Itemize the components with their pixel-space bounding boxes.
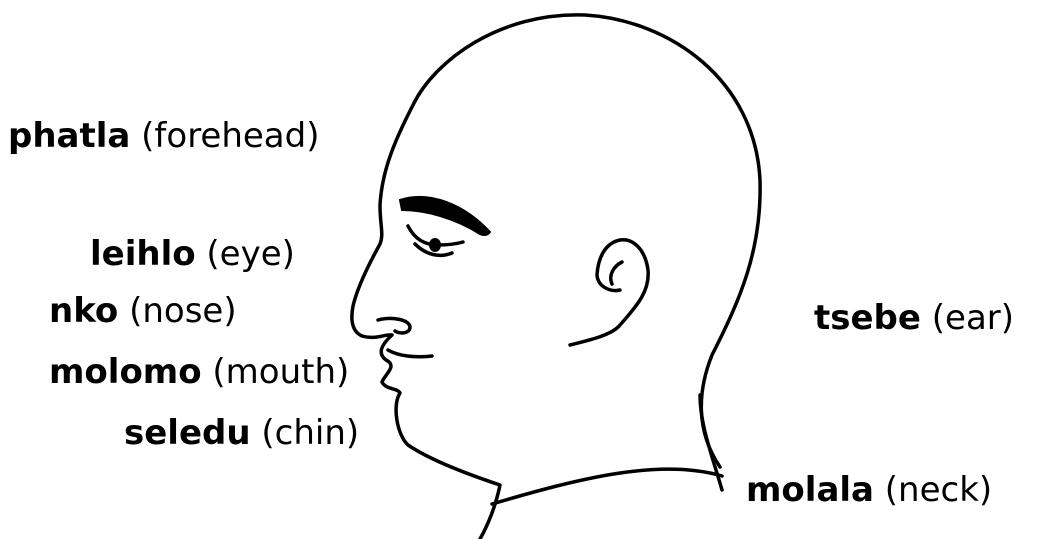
nostril [378, 318, 410, 332]
label-mouth-word: molomo [49, 352, 202, 392]
label-nose-gloss: (nose) [129, 291, 237, 331]
label-ear-word: tsebe [814, 298, 921, 338]
pupil [429, 238, 441, 252]
label-eye-word: leihlo [90, 234, 196, 274]
label-nose: nko (nose) [49, 291, 237, 331]
label-mouth: molomo (mouth) [49, 352, 349, 392]
label-ear: tsebe (ear) [814, 298, 1014, 338]
label-neck: molala (neck) [746, 470, 992, 510]
label-forehead-gloss: (forehead) [141, 116, 319, 156]
eyebrow [400, 197, 490, 235]
label-neck-word: molala [746, 470, 874, 510]
label-forehead-word: phatla [8, 116, 130, 156]
ear-inner [611, 262, 622, 284]
label-chin-gloss: (chin) [261, 413, 359, 453]
label-eye-gloss: (eye) [206, 234, 295, 274]
ear-outer [570, 240, 648, 345]
neck-base-line [492, 469, 722, 504]
label-ear-gloss: (ear) [932, 298, 1014, 338]
label-chin-word: seledu [124, 413, 251, 453]
label-neck-gloss: (neck) [885, 470, 992, 510]
mouth-line [388, 350, 432, 357]
label-nose-word: nko [49, 291, 118, 331]
label-eye: leihlo (eye) [90, 234, 295, 274]
head-outline [352, 15, 760, 539]
label-chin: seledu (chin) [124, 413, 359, 453]
label-mouth-gloss: (mouth) [212, 352, 349, 392]
label-forehead: phatla (forehead) [8, 116, 320, 156]
